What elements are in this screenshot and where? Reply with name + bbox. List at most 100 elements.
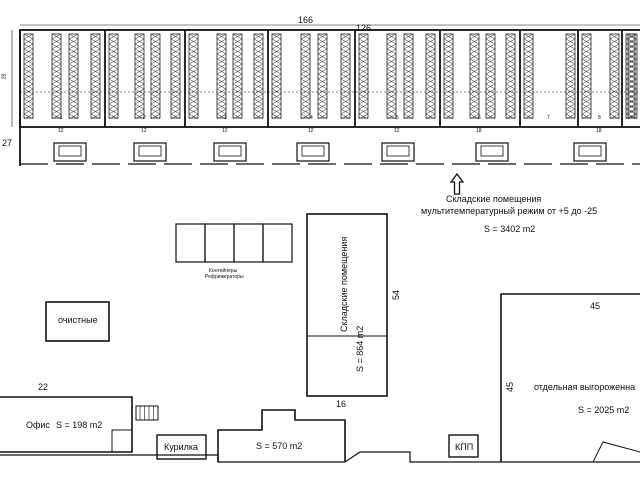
rack-cross-brace [51, 103, 62, 110]
rack-cross-brace [425, 38, 436, 45]
rack-cross-brace [627, 73, 638, 80]
rack-cross-brace [609, 88, 620, 95]
rack-cross-brace [150, 63, 161, 70]
rack-cross-brace [271, 108, 282, 115]
rack-cross-brace [271, 38, 282, 45]
rack-cross-brace [134, 48, 145, 55]
rack-cross-brace [108, 43, 119, 50]
rack-cross-brace [300, 108, 311, 115]
office-width-dimension: 22 [38, 382, 49, 392]
rack-cross-brace [90, 63, 101, 70]
rack-rows [23, 33, 638, 120]
rack-cross-brace [150, 88, 161, 95]
rack-cross-brace [425, 88, 436, 95]
rack-cross-brace [90, 98, 101, 105]
rack-cross-brace [358, 88, 369, 95]
rack-cross-brace [108, 83, 119, 90]
rack-cross-brace [170, 38, 181, 45]
rack-cross-brace [523, 103, 534, 110]
rack-cross-brace [271, 63, 282, 70]
rack-cross-brace [565, 58, 576, 65]
rack-cross-brace [581, 68, 592, 75]
rack-column [170, 33, 181, 119]
rack-cross-brace [216, 83, 227, 90]
rack-cross-brace [232, 73, 243, 80]
rack-cross-brace [358, 98, 369, 105]
rack-cross-brace [627, 48, 638, 55]
loading-dock-door [301, 145, 325, 157]
rack-cross-brace [253, 93, 264, 100]
rack-cross-brace [134, 53, 145, 60]
rack-cross-brace [581, 113, 592, 120]
rack-cross-brace [23, 38, 34, 45]
rack-cross-brace [150, 48, 161, 55]
rack-cross-brace [403, 88, 414, 95]
rack-cross-brace [581, 48, 592, 55]
rack-cross-brace [150, 83, 161, 90]
rack-cross-brace [609, 103, 620, 110]
rack-cross-brace [51, 73, 62, 80]
rack-cross-brace [425, 58, 436, 65]
rack-cross-brace [625, 88, 636, 95]
rack-cross-brace [485, 113, 496, 120]
rack-cross-brace [134, 98, 145, 105]
cold-store-title: Складские помещения [339, 236, 349, 332]
rack-cross-brace [150, 78, 161, 85]
rack-cross-brace [609, 108, 620, 115]
rack-cross-brace [134, 83, 145, 90]
rack-cross-brace [443, 33, 454, 40]
rack-cross-brace [170, 108, 181, 115]
bay-number: 5 [396, 115, 399, 121]
rack-cross-brace [443, 53, 454, 60]
rack-cross-brace [300, 113, 311, 120]
rack-cross-brace [300, 103, 311, 110]
rack-cross-brace [253, 58, 264, 65]
rack-cross-brace [627, 83, 638, 90]
rack-cross-brace [253, 33, 264, 40]
loading-dock [133, 142, 167, 162]
container [175, 223, 206, 263]
rack-cross-brace [317, 103, 328, 110]
rack-cross-brace [627, 33, 638, 40]
rack-cross-brace [108, 58, 119, 65]
rack-cross-brace [523, 83, 534, 90]
rack-cross-brace [386, 68, 397, 75]
rack-cross-brace [23, 63, 34, 70]
loading-dock [573, 142, 607, 162]
bay-width-dimension: 18 [596, 128, 602, 134]
rack-cross-brace [565, 108, 576, 115]
rack-cross-brace [505, 58, 516, 65]
rack-cross-brace [150, 43, 161, 50]
warehouse-area: S = 3402 m2 [484, 224, 536, 234]
rack-cross-brace [523, 48, 534, 55]
rack-column [150, 33, 161, 119]
rack-cross-brace [485, 93, 496, 100]
rack-cross-brace [358, 48, 369, 55]
bay-width-dimension: 12 [394, 128, 400, 134]
rack-cross-brace [609, 98, 620, 105]
rack-cross-brace [188, 103, 199, 110]
rack-cross-brace [23, 93, 34, 100]
rack-cross-brace [627, 58, 638, 65]
rack-column [358, 33, 369, 119]
rack-cross-brace [90, 33, 101, 40]
rack-cross-brace [23, 103, 34, 110]
rack-cross-brace [565, 98, 576, 105]
rack-cross-brace [90, 38, 101, 45]
rack-cross-brace [443, 38, 454, 45]
rack-cross-brace [358, 53, 369, 60]
rack-cross-brace [485, 103, 496, 110]
rack-cross-brace [216, 43, 227, 50]
rack-cross-brace [188, 78, 199, 85]
office-annex [111, 429, 133, 453]
rack-column [485, 33, 496, 119]
rack-cross-brace [300, 78, 311, 85]
rack-cross-brace [340, 83, 351, 90]
rack-cross-brace [358, 43, 369, 50]
rack-cross-brace [358, 103, 369, 110]
rack-cross-brace [90, 58, 101, 65]
bay-number: 3 [224, 115, 227, 121]
rack-cross-brace [565, 33, 576, 40]
rack-cross-brace [271, 93, 282, 100]
rack-cross-brace [581, 103, 592, 110]
